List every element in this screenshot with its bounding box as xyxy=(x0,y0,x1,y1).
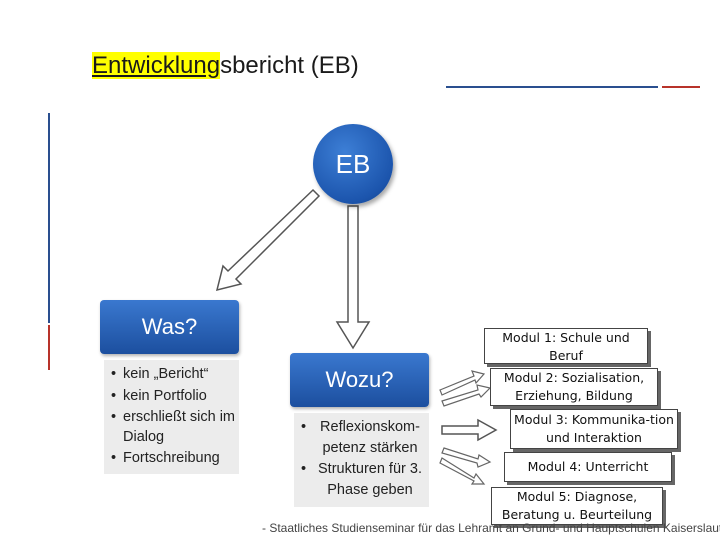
wozu-item: Strukturen für 3. Phase geben xyxy=(298,459,427,501)
wozu-header: Wozu? xyxy=(290,353,429,407)
was-item: Fortschreibung xyxy=(108,447,239,469)
arrow-to-modul-5 xyxy=(439,457,486,485)
was-item: kein „Bericht“ xyxy=(108,363,239,385)
side-rule-blue xyxy=(48,113,50,323)
side-rule-red xyxy=(48,325,50,370)
wozu-item: Reflexionskom-petenz stärken xyxy=(298,417,427,459)
wozu-panel: Reflexionskom-petenz stärken Strukturen … xyxy=(294,413,429,507)
modul-4-box: Modul 4: Unterricht xyxy=(504,452,672,482)
arrow-to-modul-4 xyxy=(441,447,492,468)
header-rule-red xyxy=(662,86,700,88)
modul-3-box: Modul 3: Kommunika-tion und Interaktion xyxy=(510,409,678,449)
arrow-to-was xyxy=(215,188,321,292)
modul-1-box: Modul 1: Schule und Beruf xyxy=(484,328,648,364)
title-highlight: Entwicklung xyxy=(92,52,221,79)
footer-text: - Staatliches Studienseminar für das Leh… xyxy=(262,521,720,535)
was-panel: kein „Bericht“ kein Portfolio erschließt… xyxy=(104,360,239,474)
page-title: Entwicklungsbericht (EB) xyxy=(92,52,359,80)
modul-5-box: Modul 5: Diagnose, Beratung u. Beurteilu… xyxy=(491,487,663,525)
was-item: kein Portfolio xyxy=(108,385,239,407)
arrow-to-modul-2 xyxy=(441,384,492,407)
modul-2-box: Modul 2: Sozialisation, Erziehung, Bildu… xyxy=(490,368,658,406)
was-header: Was? xyxy=(100,300,239,354)
arrow-to-modul-3 xyxy=(441,418,498,442)
was-item: erschließt sich im Dialog xyxy=(108,407,239,447)
title-rest: sbericht (EB) xyxy=(220,52,359,79)
header-rule-blue xyxy=(446,86,658,88)
arrow-to-wozu xyxy=(335,205,371,350)
eb-circle: EB xyxy=(313,124,393,204)
arrow-to-modul-1 xyxy=(439,370,486,396)
